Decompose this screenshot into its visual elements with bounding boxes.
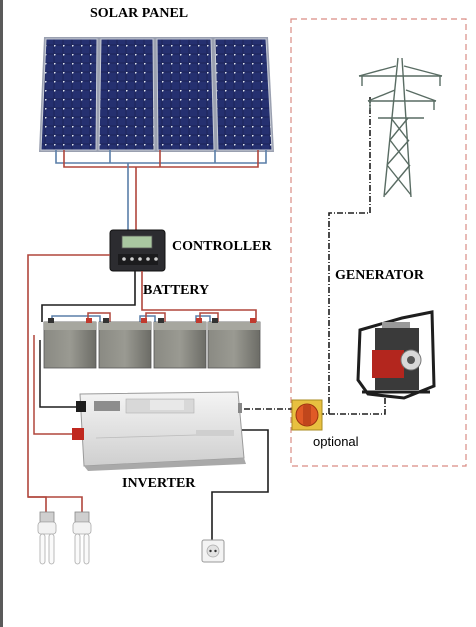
- optional-label: optional: [313, 434, 359, 449]
- inverter-icon: [72, 391, 246, 471]
- grid-line: [318, 97, 386, 415]
- solar-panel-icon: [39, 37, 274, 152]
- controller-wiring: [27, 254, 257, 512]
- controller-label: CONTROLLER: [172, 239, 272, 254]
- power-pylon-icon: [358, 57, 443, 198]
- transfer-switch-icon: [291, 399, 323, 431]
- cfl-bulb-icon: [37, 511, 57, 565]
- inverter-label: INVERTER: [122, 476, 196, 491]
- generator-label: GENERATOR: [335, 268, 424, 283]
- generator-icon: [356, 310, 436, 400]
- battery-icon: [43, 318, 97, 369]
- charge-controller-icon: [109, 229, 166, 272]
- battery-icon: [207, 318, 261, 369]
- inverter-wiring: [211, 408, 292, 542]
- battery-icon: [98, 318, 152, 369]
- solar-panel-label: SOLAR PANEL: [90, 6, 189, 21]
- battery-icon: [153, 318, 207, 369]
- left-border: [0, 0, 3, 627]
- battery-label: BATTERY: [143, 283, 210, 298]
- optional-dashed-box: [290, 18, 467, 467]
- panel-wiring: [55, 150, 267, 232]
- wall-socket-icon: [201, 539, 225, 563]
- cfl-bulb-icon: [72, 511, 92, 565]
